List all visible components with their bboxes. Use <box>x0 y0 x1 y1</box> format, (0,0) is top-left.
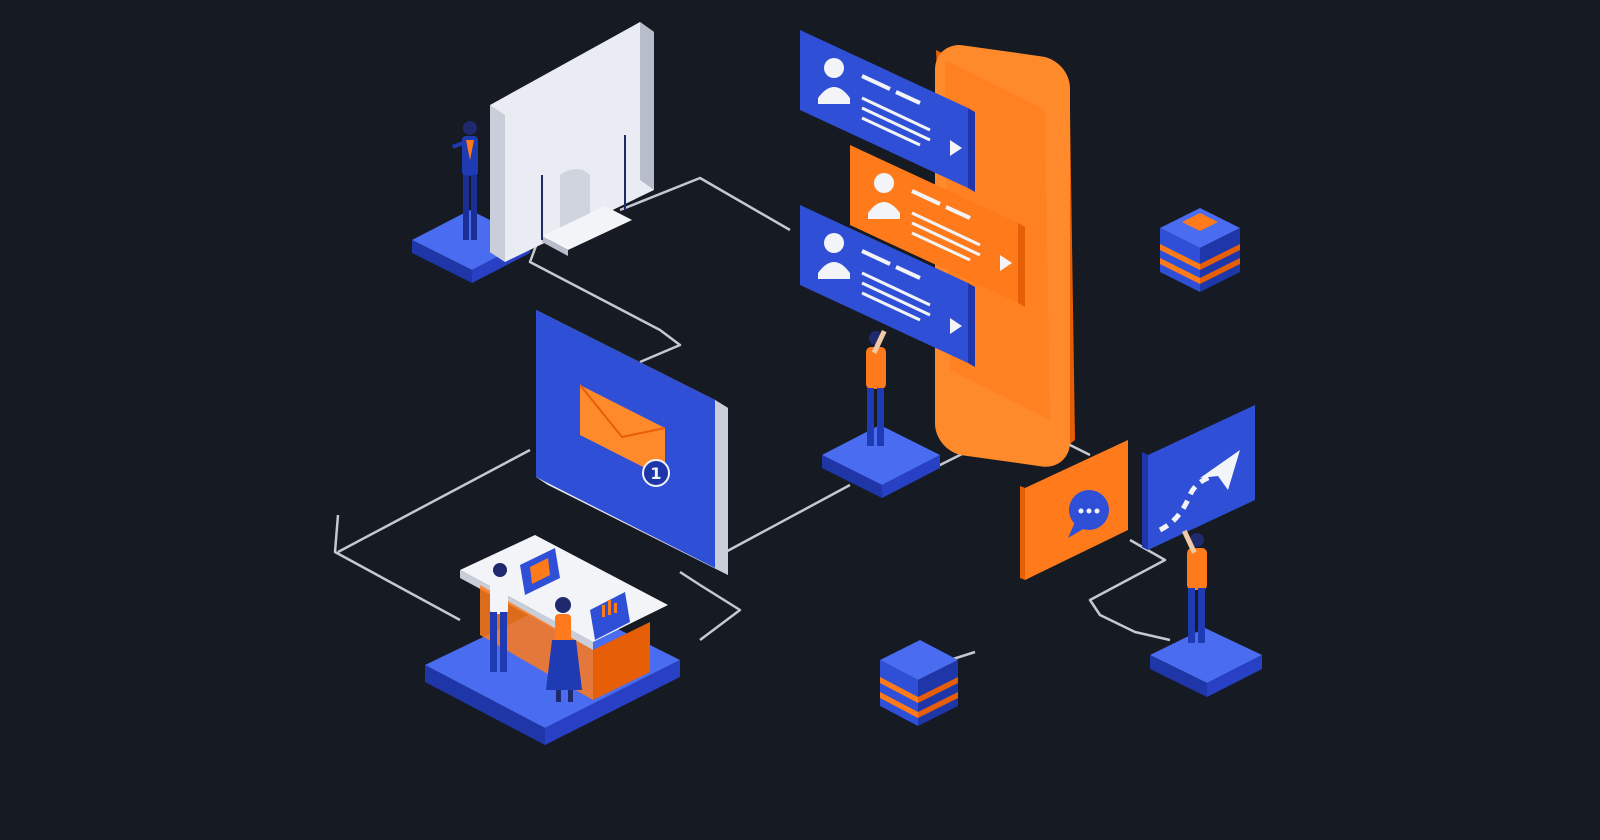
play-arrow-icon <box>1000 255 1012 271</box>
connector-line <box>1088 538 1171 642</box>
laptop-icon <box>590 592 630 640</box>
right-station <box>1150 529 1262 697</box>
laptop-icon <box>520 548 560 595</box>
platform <box>1150 628 1262 697</box>
message-card-2 <box>850 145 1025 307</box>
user-avatar-icon <box>818 233 850 279</box>
monitor-station <box>412 22 654 283</box>
envelope-icon <box>579 384 666 478</box>
send-panel <box>1142 405 1255 550</box>
connector-line <box>619 176 791 232</box>
person-businessman <box>452 121 478 240</box>
email-panel: 1 <box>536 310 728 575</box>
play-arrow-icon <box>950 318 962 334</box>
notification-count: 1 <box>650 464 661 483</box>
chat-bubble-icon <box>1068 490 1109 538</box>
dashed-path <box>1158 474 1211 533</box>
connector-line <box>528 234 682 364</box>
person-pointing <box>866 330 887 446</box>
workstation-desk <box>425 535 680 745</box>
message-card-3 <box>800 205 975 367</box>
platform <box>822 425 940 498</box>
user-avatar-icon <box>818 58 850 104</box>
stacked-cube-icon <box>880 640 958 726</box>
user-avatar-icon <box>868 173 900 219</box>
play-arrow-icon <box>950 140 962 156</box>
middle-station <box>822 330 940 498</box>
paper-plane-icon <box>1200 450 1240 490</box>
person-woman <box>546 597 582 702</box>
connector-line <box>679 570 742 641</box>
monitor-icon <box>490 22 654 262</box>
message-card-1 <box>800 30 975 192</box>
stacked-cube-icon <box>1160 208 1240 292</box>
notification-badge: 1 <box>642 459 670 487</box>
connector-line <box>337 448 531 554</box>
person-at-desk <box>490 563 508 672</box>
person-pointing-right <box>1181 529 1207 643</box>
connector-line <box>333 514 461 622</box>
chat-panel <box>1020 440 1128 580</box>
connector-lines <box>333 176 1171 662</box>
connector-line <box>719 483 851 557</box>
